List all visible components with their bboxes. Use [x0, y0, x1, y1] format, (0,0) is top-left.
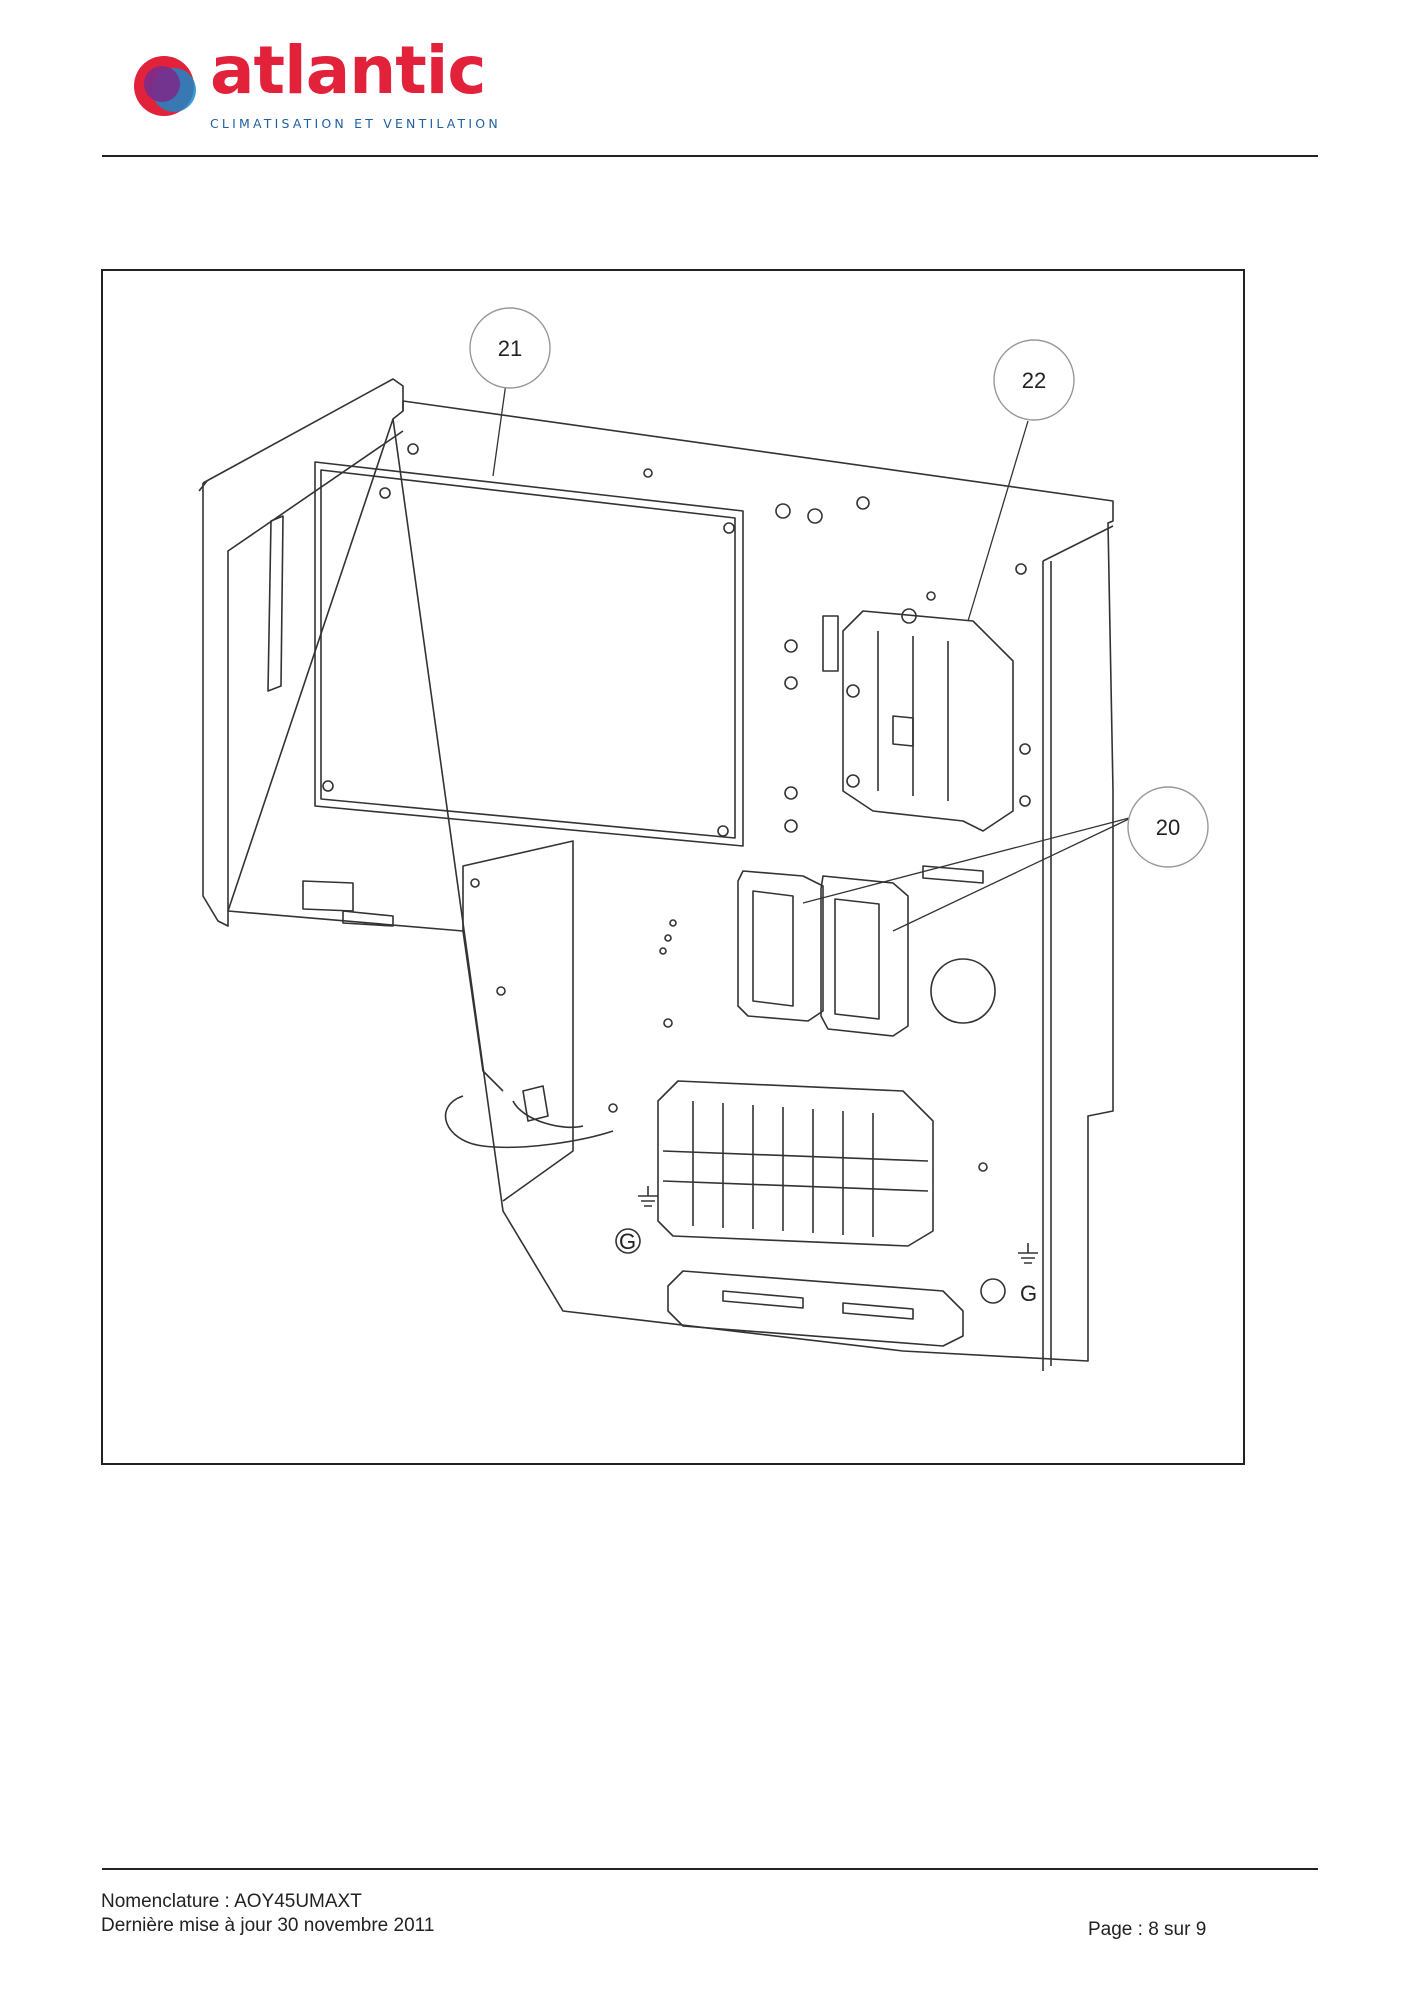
ground-label-left: G [619, 1229, 636, 1254]
callout-22-label: 22 [1022, 368, 1046, 393]
footer-divider [102, 1868, 1318, 1870]
footer-page-number: Page : 8 sur 9 [1088, 1919, 1207, 1940]
callout-21-label: 21 [498, 336, 522, 361]
control-box-illustration: G G 21 22 20 [198, 307, 1209, 1371]
document-footer: Nomenclature : AOY45UMAXT Dernière mise … [101, 1890, 434, 1938]
callout-22: 22 [993, 339, 1075, 421]
ground-label-right: G [1020, 1281, 1037, 1306]
footer-nomenclature: Nomenclature : AOY45UMAXT [101, 1891, 362, 1912]
footer-last-update: Dernière mise à jour 30 novembre 2011 [101, 1915, 435, 1936]
exploded-view-drawing: G G 21 22 20 [101, 269, 1245, 1465]
callout-20-label: 20 [1156, 815, 1180, 840]
callout-20: 20 [1127, 786, 1209, 868]
header-divider [102, 155, 1318, 157]
logo-wordmark: atlantic [210, 32, 487, 109]
logo-mark-icon [134, 56, 196, 116]
logo-tagline: CLIMATISATION ET VENTILATION [210, 116, 501, 131]
callout-21: 21 [469, 307, 551, 389]
brand-logo: atlantic CLIMATISATION ET VENTILATION [118, 38, 501, 136]
